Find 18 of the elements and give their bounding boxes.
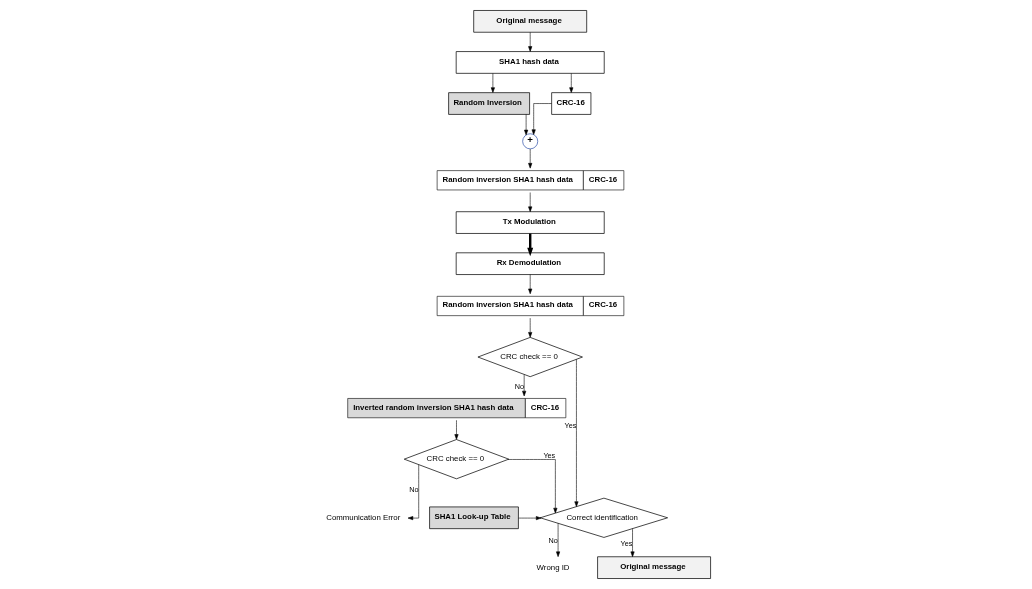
arrow (528, 317, 533, 338)
arrow (454, 419, 459, 440)
arrow (556, 523, 561, 557)
arrow (574, 359, 579, 507)
arrow (522, 374, 527, 397)
arrow (518, 516, 542, 521)
arrow (490, 73, 495, 93)
arrow (524, 114, 529, 136)
arrow (531, 103, 552, 135)
arrow (528, 192, 533, 212)
arrow (528, 148, 533, 169)
arrow (507, 459, 558, 514)
arrow (569, 73, 574, 93)
arrow (528, 32, 533, 52)
arrow (528, 274, 533, 295)
node-circle: + (522, 133, 539, 150)
arrow (407, 464, 419, 521)
arrow (630, 528, 635, 557)
